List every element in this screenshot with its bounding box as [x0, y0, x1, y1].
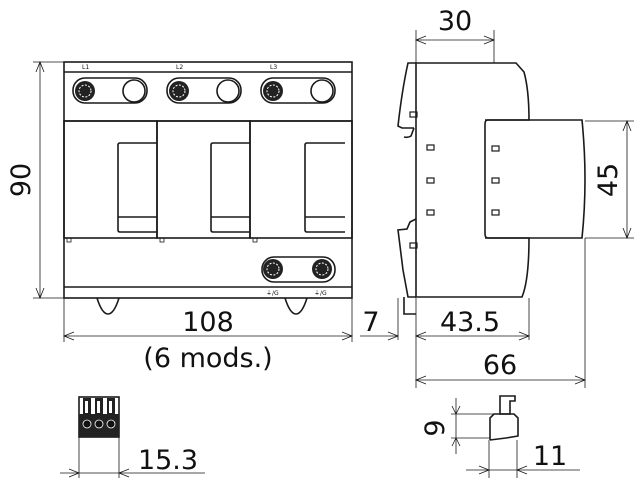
side-view: 30 45 7 43.5 66 [360, 6, 634, 388]
dim-depth-66: 66 [483, 350, 517, 381]
phase-label-l3: L3 [270, 64, 277, 71]
detail-part: 9 11 [420, 395, 580, 478]
ground-terminals [261, 256, 336, 283]
din-clip [284, 297, 308, 315]
phase-label-l1: L1 [82, 64, 89, 71]
dim-rail-7: 7 [362, 307, 379, 338]
dim-part-9: 9 [420, 419, 451, 436]
dim-width-108: 108 [182, 307, 234, 338]
dim-top-30: 30 [438, 6, 472, 37]
front-view: L1 L2 L3 ⏚/G ⏚/G 90 [6, 60, 354, 374]
protection-modules [63, 120, 353, 243]
terminal-row [72, 77, 336, 104]
ground-label: ⏚/G [314, 290, 327, 297]
dim-connector-15-3: 15.3 [138, 445, 198, 476]
dim-cap-45: 45 [593, 163, 624, 197]
detail-connector: 15.3 [60, 396, 205, 478]
din-clip [96, 297, 120, 315]
dim-depth-43-5: 43.5 [440, 307, 500, 338]
dim-height-90: 90 [6, 163, 37, 197]
dim-width-note: (6 mods.) [143, 343, 272, 374]
phase-label-l2: L2 [176, 64, 183, 71]
ground-label: ⏚/G [266, 290, 279, 297]
dim-part-11: 11 [533, 441, 567, 472]
